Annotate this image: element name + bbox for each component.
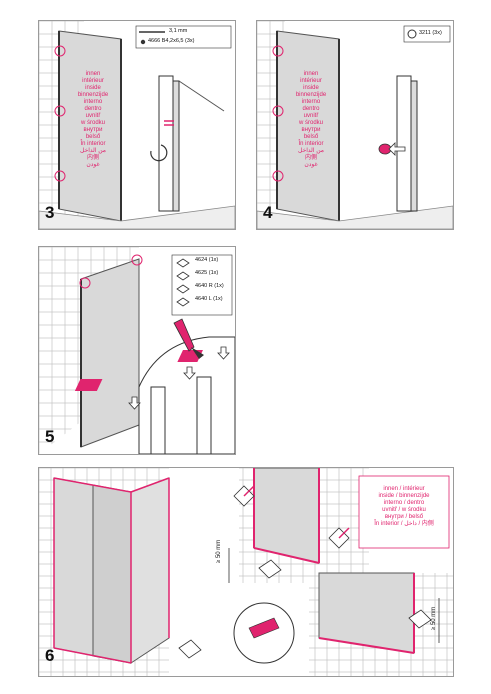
inside-label: innen intérieur inside binnenzijde inter… xyxy=(285,71,337,169)
inside-text-line: من الداخل xyxy=(297,148,324,154)
inside-text-line: belső xyxy=(303,134,319,140)
gasket-label: 4640 L (1x) xyxy=(195,296,223,302)
step-3-illustration xyxy=(39,21,235,229)
step-5-panel: 5 4624 (1x) 4625 (1x) 4640 R (1x) 4640 L… xyxy=(38,246,236,455)
inside-text-line: uvnitř xyxy=(303,113,319,119)
inside-text-line: intérieur xyxy=(300,78,322,84)
step-number: 4 xyxy=(263,203,273,222)
inside-text-line: interno xyxy=(83,99,103,105)
inside-text-line: innen / intérieur xyxy=(383,486,425,492)
inside-text-line: dentro xyxy=(84,106,102,112)
inside-text-line: interno xyxy=(301,99,321,105)
step-4-panel: 4 innen intérieur inside binnenzijde int… xyxy=(256,20,454,230)
inside-text-line: внутри xyxy=(301,127,321,133)
inside-text-line: În interior xyxy=(298,141,324,147)
inside-text-line: innen xyxy=(303,71,319,77)
gasket-label: 4640 R (1x) xyxy=(195,283,224,289)
inside-text-line: dentro xyxy=(302,106,320,112)
step-3-panel: 3 innen intérieur inside binnenzijde int… xyxy=(38,20,236,230)
gasket-label: 4624 (1x) xyxy=(195,257,219,263)
inside-label: innen intérieur inside binnenzijde inter… xyxy=(67,71,119,169)
cap-label: 3211 (3x) xyxy=(419,30,442,36)
min-distance-label: ≥ 50 mm xyxy=(216,539,222,563)
inside-text-line: În interior xyxy=(80,141,106,147)
inside-text-line: غودن xyxy=(304,162,318,168)
inside-text-line: غودن xyxy=(86,162,100,168)
inside-text-line: 内側 xyxy=(86,155,99,161)
inside-text-line: binnenzijde xyxy=(295,92,327,98)
inside-text-line: innen xyxy=(85,71,101,77)
inside-text-line: uvnitř / w środku xyxy=(382,507,426,513)
drill-bit-label: 3,1 mm xyxy=(169,28,188,34)
inside-text-line: În interior / داخل / 内側 xyxy=(374,521,434,527)
inside-text-line: uvnitř xyxy=(85,113,101,119)
inside-text-line: внутри / belső xyxy=(384,514,424,520)
step-6-illustration xyxy=(39,468,453,676)
step-number: 5 xyxy=(45,427,55,446)
step-5-illustration xyxy=(39,247,235,454)
inside-text-line: belső xyxy=(85,134,101,140)
inside-text-line: внутри xyxy=(83,127,103,133)
step-6-panel: 6 innen / intérieur inside / binnenzijde… xyxy=(38,467,454,677)
inside-text-line: interno / dentro xyxy=(383,500,425,506)
screw-label: 4666 B4,2x6,5 (3x) xyxy=(148,38,195,44)
step-4-illustration xyxy=(257,21,453,229)
inside-text-line: inside xyxy=(303,85,319,91)
step-number: 6 xyxy=(45,646,55,665)
inside-text-line: intérieur xyxy=(82,78,104,84)
inside-label: innen / intérieur inside / binnenzijde i… xyxy=(359,486,449,528)
inside-text-line: w środku xyxy=(298,120,323,126)
min-distance-label: ≥ 50 mm xyxy=(431,606,437,630)
gasket-label: 4625 (1x) xyxy=(195,270,219,276)
inside-text-line: inside xyxy=(85,85,101,91)
inside-text-line: binnenzijde xyxy=(77,92,109,98)
inside-text-line: 内側 xyxy=(304,155,317,161)
inside-text-line: inside / binnenzijde xyxy=(378,493,430,499)
step-number: 3 xyxy=(45,203,55,222)
inside-text-line: w środku xyxy=(80,120,105,126)
inside-text-line: من الداخل xyxy=(79,148,106,154)
